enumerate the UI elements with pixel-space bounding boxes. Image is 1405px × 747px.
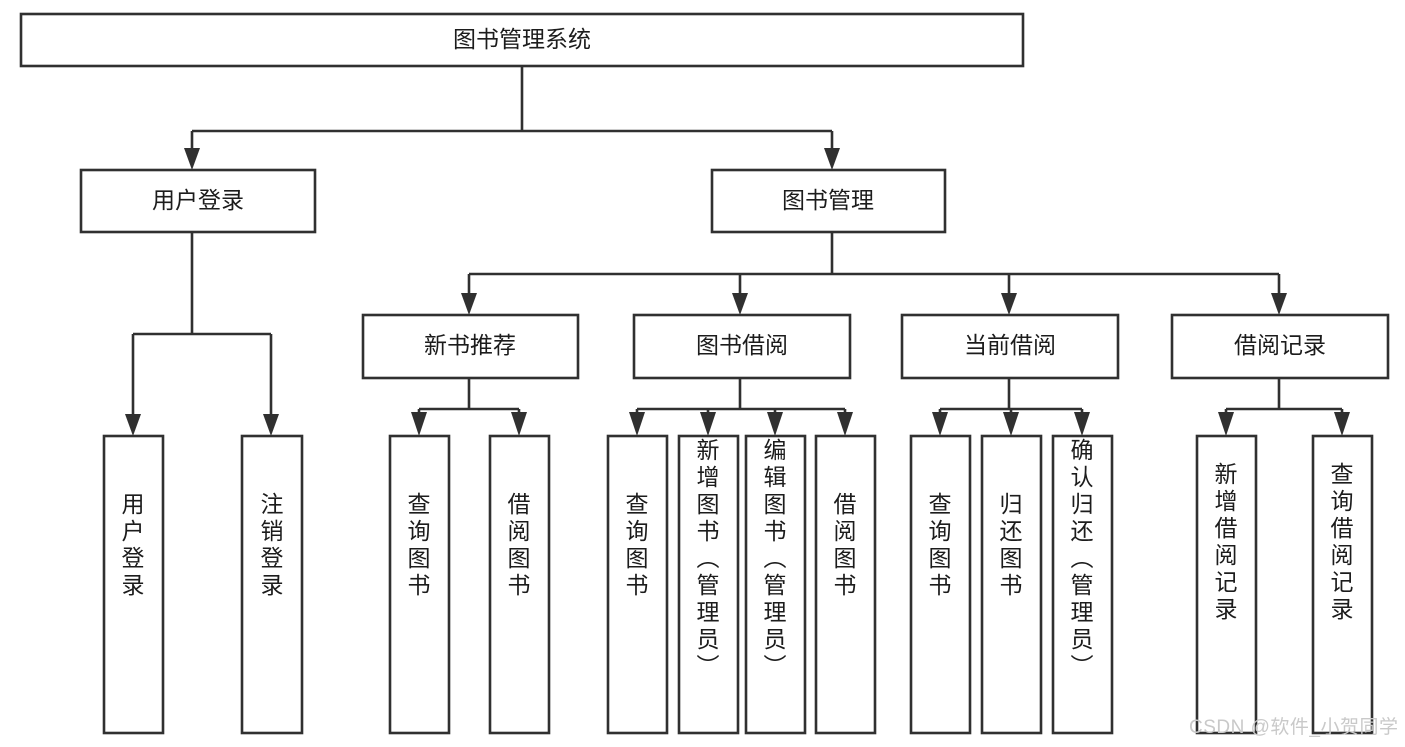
node-leaf-borrow-book-1-label: 借阅图书 xyxy=(508,491,531,598)
watermark-label: CSDN @软件_小贺同学 xyxy=(1189,716,1398,738)
node-leaf-borrow-book-1-box[interactable] xyxy=(488,434,551,735)
node-leaf-query-book-3[interactable]: 查询图书 xyxy=(909,434,972,735)
node-leaf-query-book-1[interactable]: 查询图书 xyxy=(388,434,451,735)
node-leaf-logout[interactable]: 注销登录 xyxy=(240,434,304,735)
node-new-book-recommend-box[interactable] xyxy=(361,313,580,380)
node-user-login-label: 用户登录 xyxy=(152,187,244,213)
node-current-borrow-label: 当前借阅 xyxy=(964,332,1056,358)
node-user-login[interactable]: 用户登录 xyxy=(79,168,317,234)
node-leaf-add-record-box[interactable] xyxy=(1195,434,1258,735)
node-leaf-logout-box[interactable] xyxy=(240,434,304,735)
node-book-borrow[interactable]: 图书借阅 xyxy=(632,313,852,380)
node-leaf-return-book-box[interactable] xyxy=(980,434,1043,735)
arrowhead-leaf-query-record xyxy=(1334,412,1350,436)
arrowhead-leaf-query-book-2 xyxy=(629,412,645,436)
node-leaf-confirm-return-label: 确认归还︵管理员︶ xyxy=(1071,437,1094,679)
arrowhead-leaf-user-login xyxy=(125,414,141,436)
arrowhead-leaf-confirm-return xyxy=(1074,412,1090,436)
node-new-book-recommend[interactable]: 新书推荐 xyxy=(361,313,580,380)
arrowhead-leaf-return-book xyxy=(1003,412,1019,436)
node-leaf-edit-book-label: 编辑图书︵管理员︶ xyxy=(764,437,787,679)
node-leaf-return-book-label: 归还图书 xyxy=(1000,491,1023,598)
arrowhead-leaf-logout xyxy=(263,414,279,436)
arrowhead-new-book-recommend xyxy=(461,293,477,315)
arrowhead-leaf-edit-book xyxy=(767,412,783,436)
node-leaf-add-record[interactable]: 新增借阅记录 xyxy=(1195,434,1258,735)
node-leaf-logout-label: 注销登录 xyxy=(261,491,284,598)
node-leaf-user-login[interactable]: 用户登录 xyxy=(102,434,165,735)
node-leaf-add-record-label: 新增借阅记录 xyxy=(1215,461,1238,622)
node-borrow-record-label: 借阅记录 xyxy=(1234,332,1326,358)
node-leaf-borrow-book-2[interactable]: 借阅图书 xyxy=(814,434,877,735)
node-leaf-query-book-2[interactable]: 查询图书 xyxy=(606,434,669,735)
node-leaf-add-book[interactable]: 新增图书︵管理员︶ xyxy=(677,434,740,735)
node-root[interactable]: 图书管理系统 xyxy=(19,12,1025,68)
node-leaf-return-book[interactable]: 归还图书 xyxy=(980,434,1043,735)
node-leaf-query-book-3-box[interactable] xyxy=(909,434,972,735)
arrowhead-leaf-add-record xyxy=(1218,412,1234,436)
arrowhead-bookmanage xyxy=(824,148,840,170)
node-leaf-query-record[interactable]: 查询借阅记录 xyxy=(1311,434,1374,735)
node-current-borrow[interactable]: 当前借阅 xyxy=(900,313,1120,380)
node-root-label: 图书管理系统 xyxy=(453,26,591,52)
node-book-borrow-box[interactable] xyxy=(632,313,852,380)
node-user-login-box[interactable] xyxy=(79,168,317,234)
node-leaf-borrow-book-2-label: 借阅图书 xyxy=(834,491,857,598)
node-leaf-borrow-book-2-box[interactable] xyxy=(814,434,877,735)
node-leaf-query-book-2-box[interactable] xyxy=(606,434,669,735)
node-root-box[interactable] xyxy=(19,12,1025,68)
node-book-manage[interactable]: 图书管理 xyxy=(710,168,947,234)
arrowhead-current-borrow xyxy=(1001,293,1017,315)
node-leaf-confirm-return-box[interactable] xyxy=(1051,434,1114,735)
node-leaf-borrow-book-1[interactable]: 借阅图书 xyxy=(488,434,551,735)
node-borrow-record-box[interactable] xyxy=(1170,313,1390,380)
node-book-borrow-label: 图书借阅 xyxy=(696,332,788,358)
arrowhead-leaf-borrow-book-1 xyxy=(511,412,527,436)
arrowhead-leaf-query-book-3 xyxy=(932,412,948,436)
arrowhead-leaf-borrow-book-2 xyxy=(837,412,853,436)
node-book-manage-box[interactable] xyxy=(710,168,947,234)
node-leaf-query-record-label: 查询借阅记录 xyxy=(1331,461,1354,622)
node-leaf-query-book-1-box[interactable] xyxy=(388,434,451,735)
node-leaf-query-record-box[interactable] xyxy=(1311,434,1374,735)
connector-layer xyxy=(125,66,1350,436)
node-borrow-record[interactable]: 借阅记录 xyxy=(1170,313,1390,380)
node-leaf-edit-book-box[interactable] xyxy=(744,434,807,735)
node-current-borrow-box[interactable] xyxy=(900,313,1120,380)
arrowhead-book-borrow xyxy=(732,293,748,315)
arrowhead-borrow-record xyxy=(1271,293,1287,315)
node-leaf-confirm-return[interactable]: 确认归还︵管理员︶ xyxy=(1051,434,1114,735)
arrowhead-leaf-add-book xyxy=(700,412,716,436)
arrowhead-leaf-query-book-1 xyxy=(411,412,427,436)
node-leaf-query-book-3-label: 查询图书 xyxy=(929,491,952,598)
node-book-manage-label: 图书管理 xyxy=(782,187,874,213)
node-leaf-query-book-1-label: 查询图书 xyxy=(408,491,431,598)
node-leaf-edit-book[interactable]: 编辑图书︵管理员︶ xyxy=(744,434,807,735)
node-leaf-add-book-box[interactable] xyxy=(677,434,740,735)
node-leaf-query-book-2-label: 查询图书 xyxy=(626,491,649,598)
node-new-book-recommend-label: 新书推荐 xyxy=(424,332,516,358)
node-leaf-add-book-label: 新增图书︵管理员︶ xyxy=(697,437,720,679)
node-leaf-user-login-box[interactable] xyxy=(102,434,165,735)
node-leaf-user-login-label: 用户登录 xyxy=(122,491,145,598)
arrowhead-userlogin xyxy=(184,148,200,170)
